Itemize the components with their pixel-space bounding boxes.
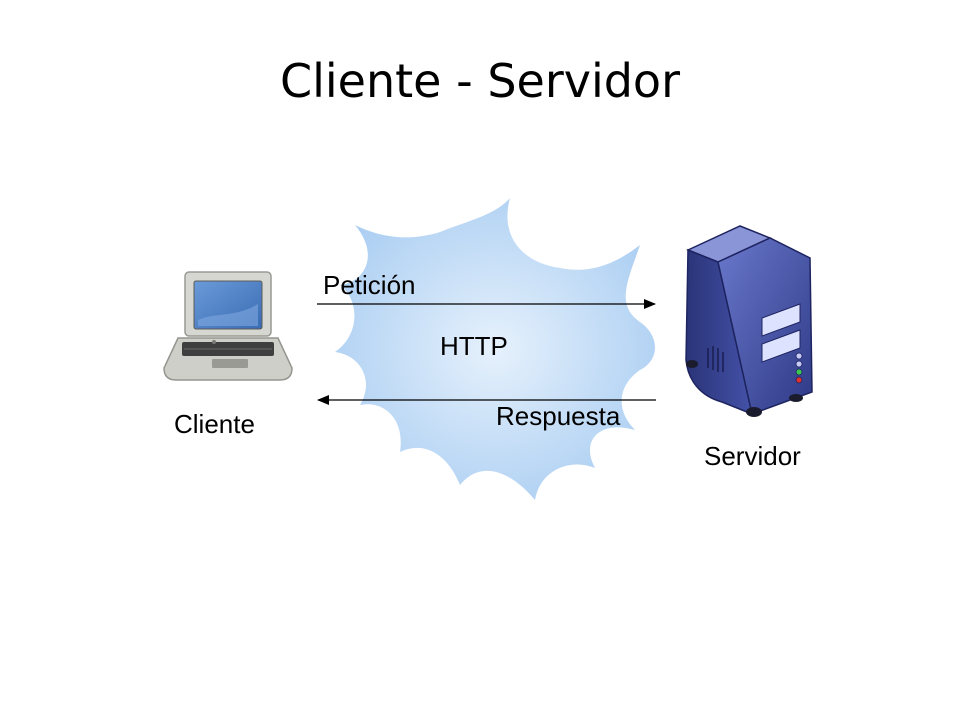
network-cloud-icon — [335, 198, 655, 500]
server-tower-icon — [685, 225, 813, 417]
response-label: Respuesta — [496, 401, 621, 431]
page-title: Cliente - Servidor — [280, 54, 680, 108]
laptop-icon — [163, 271, 293, 381]
client-label: Cliente — [174, 409, 255, 439]
request-label: Petición — [323, 270, 416, 300]
server-label: Servidor — [704, 441, 801, 471]
protocol-label: HTTP — [440, 331, 508, 361]
